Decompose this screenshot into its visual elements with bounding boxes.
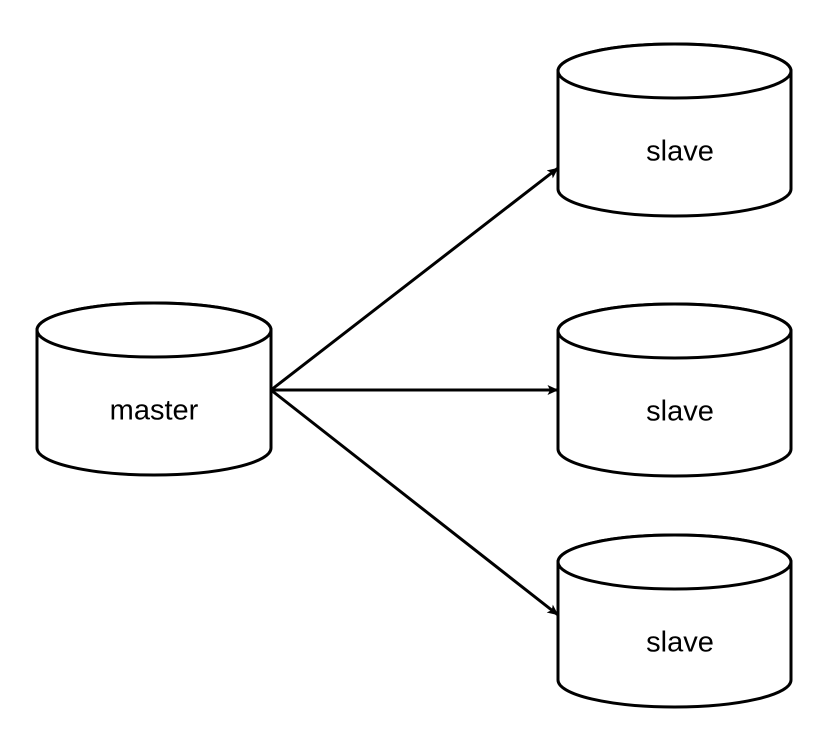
node-slave-2[interactable]: slave bbox=[556, 302, 793, 478]
node-master[interactable]: master bbox=[35, 301, 273, 477]
node-label: slave bbox=[646, 627, 714, 659]
cylinder-top-ellipse bbox=[556, 302, 793, 360]
edge-line bbox=[270, 166, 559, 392]
nodes-layer: master slave slave slave bbox=[35, 42, 793, 709]
cylinder-top-ellipse bbox=[556, 533, 793, 591]
edge-master-to-slave-1[interactable] bbox=[270, 166, 559, 392]
edges-layer bbox=[270, 166, 559, 617]
node-label: slave bbox=[646, 136, 714, 168]
node-slave-1[interactable]: slave bbox=[556, 42, 793, 218]
node-label: master bbox=[110, 395, 199, 427]
edge-master-to-slave-3[interactable] bbox=[270, 388, 559, 617]
node-label: slave bbox=[646, 396, 714, 428]
cylinder-top-ellipse bbox=[35, 301, 273, 359]
node-slave-3[interactable]: slave bbox=[556, 533, 793, 709]
cylinder-top-ellipse bbox=[556, 42, 793, 100]
edge-line bbox=[270, 388, 559, 617]
